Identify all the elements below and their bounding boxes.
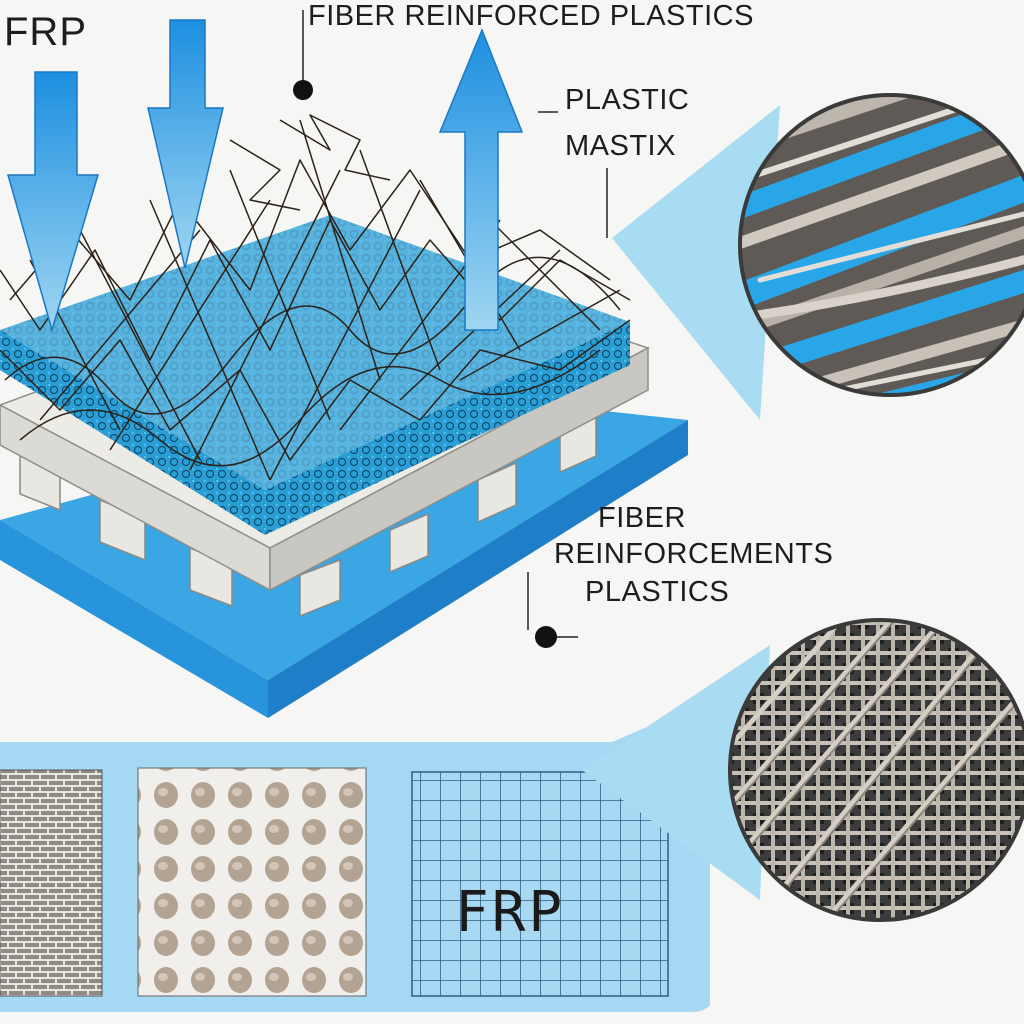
callout-wedge-top <box>612 105 780 420</box>
sample-panel-strip <box>0 700 710 1012</box>
arrow-up-icon <box>438 27 524 331</box>
fiber-network <box>0 114 631 481</box>
title-label: FIBER REINFORCED PLASTICS <box>308 0 754 32</box>
grid-mesh-sample <box>411 771 669 997</box>
mastix-label: MASTIX <box>565 130 676 162</box>
reinforcements-label: REINFORCEMENTS <box>554 538 834 570</box>
callout-wedge-bottom <box>582 645 770 900</box>
chopped-mat-sample <box>137 767 367 997</box>
fiber-label: FIBER <box>598 502 686 534</box>
plastics-label: PLASTICS <box>585 576 730 608</box>
pointer-dot-icon <box>293 80 313 100</box>
arrow-down-icon <box>7 71 100 333</box>
magnified-woven-mesh <box>728 618 1024 922</box>
pointer-dot-icon <box>535 626 557 648</box>
brick-weave-sample <box>0 769 103 997</box>
panel-label-frp: FRP <box>455 880 566 945</box>
plastic-label: PLASTIC <box>565 84 690 116</box>
corner-label-frp: FRP <box>4 10 87 54</box>
arrow-down-icon <box>147 19 224 269</box>
leader-lines <box>302 10 608 638</box>
